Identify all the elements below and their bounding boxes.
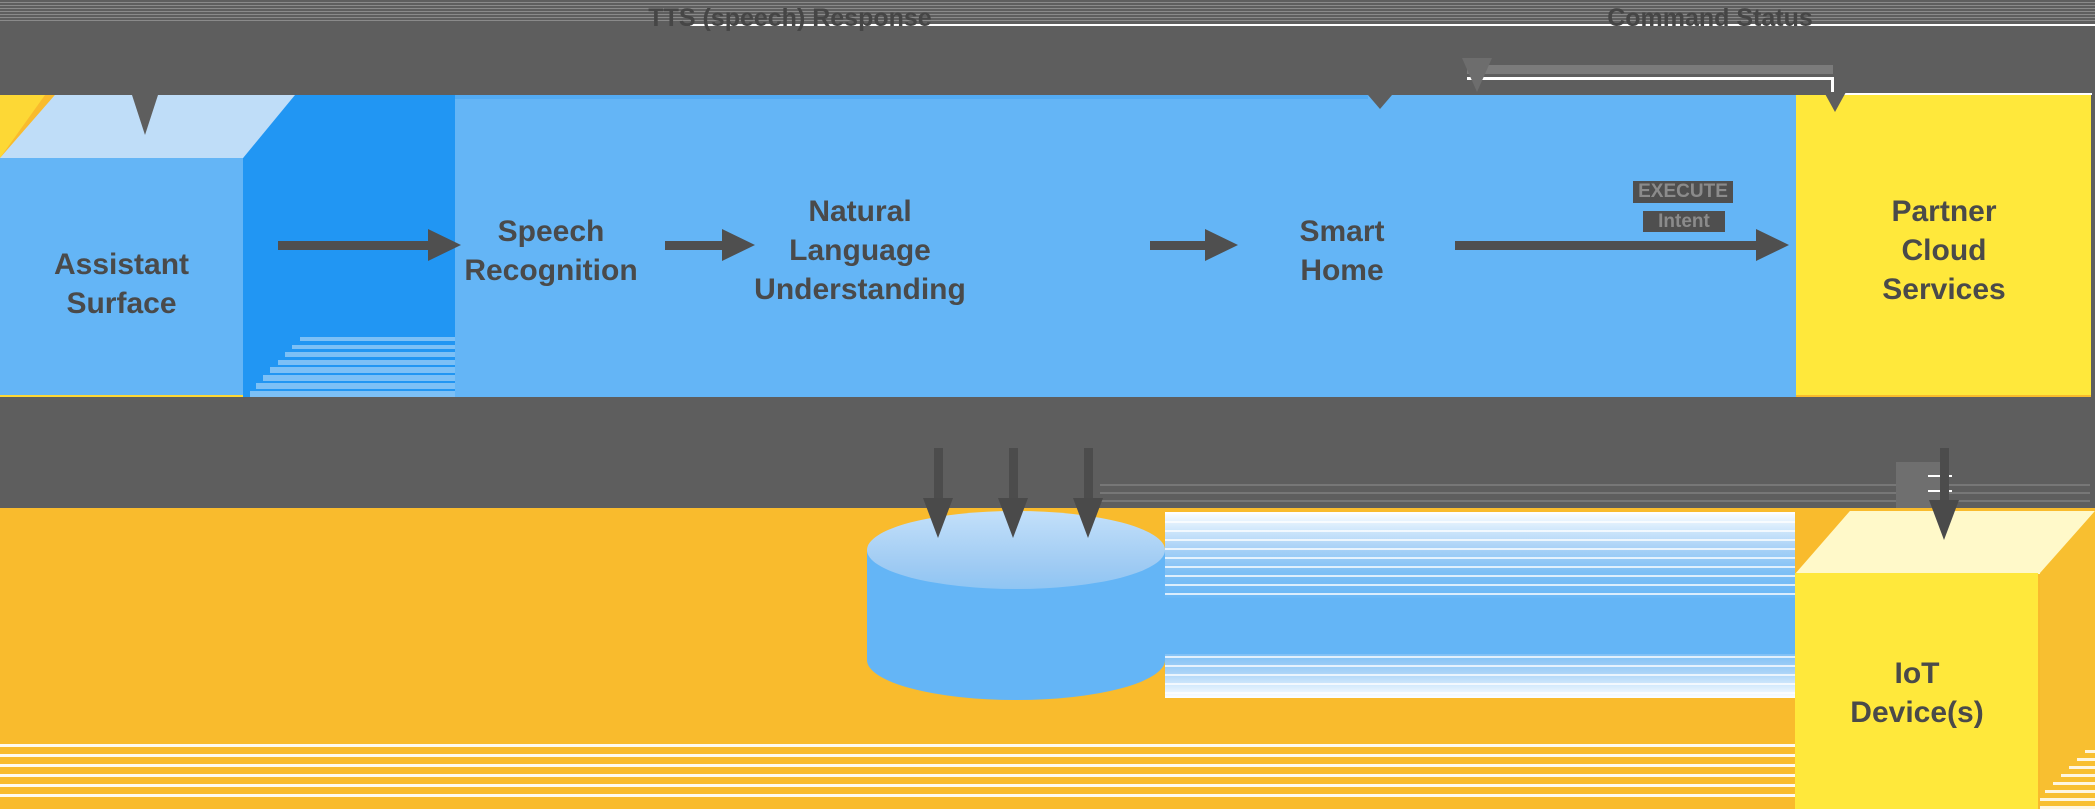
- tts-response-label: TTS (speech) Response: [648, 4, 932, 32]
- natural-language-understanding-label: Natural Language Understanding: [754, 195, 966, 306]
- homegraph-arrow-2-head: [998, 498, 1028, 538]
- homegraph-arrow-2-shaft: [1009, 448, 1018, 500]
- partner-down-arrowhead-icon: [1824, 92, 1846, 112]
- execute-intent-label-line1: EXECUTE: [1633, 181, 1733, 203]
- blue-glitch-band-core: [1165, 598, 1795, 654]
- middle-band-glitch-lines: [1100, 484, 2090, 504]
- arrow-speech-to-nlu: [665, 241, 724, 250]
- homegraph-arrow-1-head: [923, 498, 953, 538]
- top-glitch-band: TTS (speech) Response Command Status: [0, 0, 2095, 95]
- command-status-label: Command Status: [1607, 4, 1813, 32]
- arrow-nlu-to-smarthome: [1150, 241, 1207, 250]
- faint-down-arrowhead-icon: [1462, 58, 1492, 92]
- command-arrow-white-line: [1467, 77, 1834, 80]
- iot-cube-front-face: [1795, 573, 2038, 809]
- tts-down-arrowhead-icon: [132, 95, 158, 135]
- top-band-white-line: [690, 24, 2095, 26]
- smart-home-label: Smart Home: [1299, 215, 1385, 287]
- google-box-top-edge: [455, 95, 1368, 99]
- arrow-smarthome-to-partner: [1455, 241, 1758, 250]
- arrow-smarthome-to-partner-head: [1756, 229, 1789, 261]
- arrow-speech-to-nlu-head: [722, 229, 755, 261]
- top-band-stripes: [0, 0, 2095, 22]
- speech-recognition-label: Speech Recognition: [464, 215, 638, 287]
- homegraph-arrow-1-shaft: [934, 448, 943, 500]
- iot-label: IoT Device(s): [1850, 657, 1984, 729]
- homegraph-arrow-3-head: [1073, 498, 1103, 538]
- partner-cloud-services-label: Partner Cloud Services: [1882, 195, 2006, 306]
- execute-intent-label-line2: Intent: [1643, 211, 1725, 232]
- assistant-cube-front-face: [0, 158, 243, 395]
- partner-box-top-line: [1838, 93, 2092, 95]
- arrow-nlu-to-smarthome-head: [1205, 229, 1238, 261]
- arrow-assistant-to-speech: [278, 241, 430, 250]
- assistant-surface-label: Assistant Surface: [53, 248, 190, 320]
- smarthome-down-notch-icon: [1368, 95, 1392, 109]
- right-edge-gray-strip: [2091, 95, 2095, 397]
- homegraph-arrow-3-shaft: [1084, 448, 1093, 500]
- iot-arrow-head: [1929, 500, 1959, 540]
- bottom-glitch-stripes: [0, 744, 1795, 804]
- command-arrow-vertical: [1831, 77, 1834, 95]
- iot-arrow-shaft: [1940, 448, 1949, 502]
- partner-cloud-box: [1796, 95, 2095, 395]
- command-arrow-stripe: [1467, 65, 1833, 74]
- arrow-assistant-to-speech-head: [428, 229, 461, 261]
